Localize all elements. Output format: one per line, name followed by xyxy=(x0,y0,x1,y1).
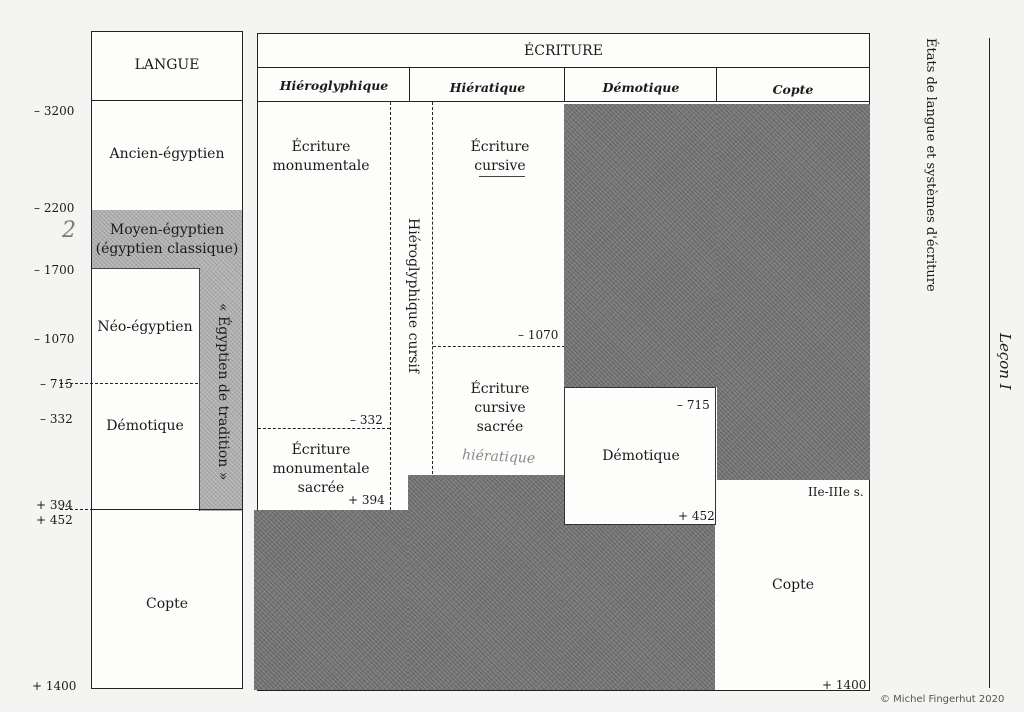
column-header-hieroglyphique: Hiéroglyphique xyxy=(258,68,410,102)
ecriture-header-cell: ÉCRITURE xyxy=(258,34,869,68)
column-title: Démotique xyxy=(602,80,680,95)
grey-block xyxy=(408,475,564,690)
date-452: + 452 xyxy=(678,509,715,523)
dashed-line-715 xyxy=(60,383,198,384)
tradition-strip xyxy=(199,268,242,511)
hieroglyphique-cursif: Hiéroglyphique cursif xyxy=(405,218,421,374)
ecriture-cursive-sacree: Écriture cursive sacrée xyxy=(470,381,530,435)
year-label: – 2200 xyxy=(34,201,75,215)
stage-moyen-egyptien: Moyen-égyptien (égyptien classique) xyxy=(95,222,239,257)
grey-block xyxy=(564,104,717,387)
date-copte-century: IIe-IIIe s. xyxy=(808,485,864,499)
ecriture-demotique: Démotique xyxy=(602,448,680,464)
year-label: – 3200 xyxy=(34,104,75,118)
column-header-copte: Copte xyxy=(717,68,869,102)
margin-rule xyxy=(989,38,990,688)
lecon-label: Leçon I xyxy=(996,333,1014,390)
ecriture-monumentale: Écriture monumentale xyxy=(272,139,370,174)
copyright: © Michel Fingerhut 2020 xyxy=(880,694,1005,705)
tradition-label: « Égyptien de tradition » xyxy=(215,303,231,481)
stage-neo-egyptien: Néo-égyptien xyxy=(97,319,193,335)
dashed-line-332 xyxy=(258,428,390,429)
ecriture-copte: Copte xyxy=(771,577,814,593)
divider xyxy=(92,268,199,269)
grey-block xyxy=(561,524,715,690)
divider xyxy=(92,509,242,510)
date-715: – 715 xyxy=(677,398,710,412)
column-header-hieratique: Hiératique xyxy=(410,68,565,102)
year-label: – 332 xyxy=(40,412,73,426)
column-title: Hiératique xyxy=(449,80,526,95)
grey-block xyxy=(254,510,410,690)
year-label: – 1070 xyxy=(34,332,75,346)
side-title: États de langue et systèmes d'écriture xyxy=(923,38,938,292)
moyen-egyptien-band xyxy=(92,210,242,268)
year-label: – 1700 xyxy=(34,263,75,277)
dashed-line-vertical xyxy=(432,102,433,474)
langue-column: LANGUE xyxy=(91,31,243,689)
year-label: + 452 xyxy=(36,513,73,527)
date-332: – 332 xyxy=(350,413,383,427)
column-title: Hiéroglyphique xyxy=(279,78,389,93)
handwritten-mark: 2 xyxy=(62,218,76,243)
ecriture-header: ÉCRITURE xyxy=(524,43,603,59)
langue-header: LANGUE xyxy=(134,57,200,73)
year-label: + 1400 xyxy=(32,679,77,693)
langue-header-cell: LANGUE xyxy=(92,32,242,101)
dashed-line-1070 xyxy=(433,346,565,347)
stage-ancien-egyptien: Ancien-égyptien xyxy=(109,146,225,162)
year-label: – 715 xyxy=(40,377,73,391)
date-394: + 394 xyxy=(348,493,385,507)
grey-block xyxy=(717,104,870,480)
dashed-line-vertical xyxy=(390,102,391,510)
year-label: + 394 xyxy=(36,498,73,512)
column-header-demotique: Démotique xyxy=(565,68,717,102)
underline xyxy=(479,176,525,177)
ecriture-monumentale-sacree: Écriture monumentale sacrée xyxy=(272,442,370,496)
date-1070: – 1070 xyxy=(518,328,559,342)
stage-copte: Copte xyxy=(145,596,188,612)
date-1400: + 1400 xyxy=(822,678,867,692)
column-title: Copte xyxy=(772,82,814,97)
demotique-writing-box xyxy=(564,387,716,525)
ecriture-cursive: Écriture cursive xyxy=(470,139,530,174)
stage-demotique: Démotique xyxy=(106,418,184,434)
